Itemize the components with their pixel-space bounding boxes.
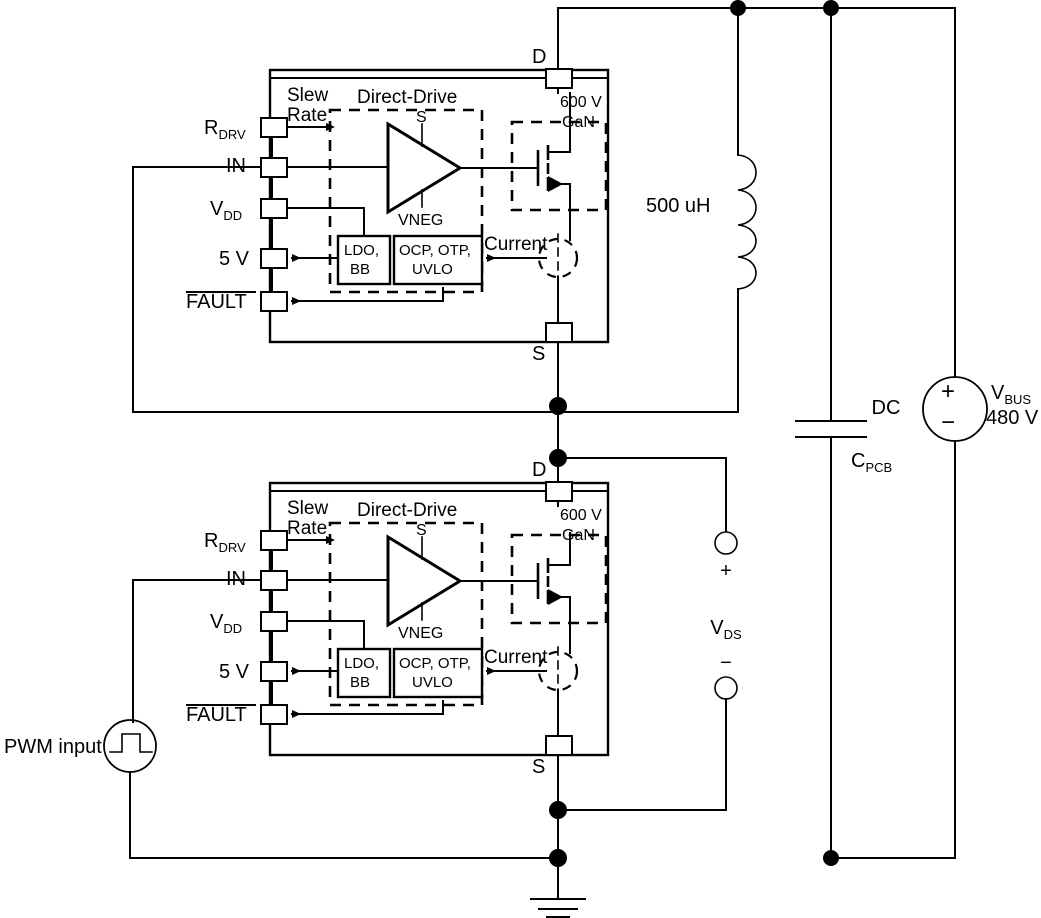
pin-pad-vdd-high[interactable] — [260, 198, 288, 219]
dc-label: DC — [872, 397, 901, 419]
slew-rate-label-line1-high: Slew — [287, 85, 328, 106]
pin-label-source-low: S — [532, 756, 545, 778]
ldo-bb-line2-low: BB — [350, 674, 370, 691]
pin-pad-fault-high[interactable] — [260, 291, 288, 312]
fet-source-arrow-low — [548, 589, 563, 605]
driver-amplifier-high — [386, 121, 463, 215]
pin-pad-source-high[interactable] — [545, 322, 573, 343]
pwm-waveform-icon — [109, 733, 153, 753]
ldo-bb-line1-high: LDO, — [344, 242, 379, 259]
vds-plus-label: + — [720, 560, 732, 582]
ocp-line2-low: UVLO — [412, 674, 453, 691]
power-rail-top — [557, 0, 956, 79]
pin-pad-5v-high[interactable] — [260, 248, 288, 269]
pin-pad-drain-high[interactable] — [545, 68, 573, 89]
ocp-otp-uvlo-block-low — [392, 647, 484, 699]
driver-amplifier-low — [386, 534, 463, 628]
capacitor-label: CPCB — [851, 450, 892, 475]
capacitor-cpcb: CPCB — [795, 7, 892, 866]
ocp-line2-high: UVLO — [412, 261, 453, 278]
ocp-line1-low: OCP, OTP, — [399, 655, 471, 672]
amp-supply-label-vneg-high: VNEG — [398, 212, 443, 229]
pin-label-drain-low: D — [532, 459, 546, 481]
vds-probe: + VDS − — [549, 531, 742, 819]
fault-signal-arrow-high — [291, 287, 444, 305]
inductor-coil — [737, 154, 757, 290]
pin-label-source-high: S — [532, 343, 545, 365]
vbus-label: VBUS — [991, 382, 1031, 407]
inductor-value-label: 500 uH — [646, 195, 711, 217]
pin-pad-source-low[interactable] — [545, 735, 573, 756]
pin-label-rdrv-low: RDRV — [204, 530, 246, 555]
inductor-branch: 500 uH — [557, 7, 757, 413]
ldo-bb-line1-low: LDO, — [344, 655, 379, 672]
vds-probe-terminal-positive[interactable] — [714, 531, 738, 555]
vds-minus-label: − — [720, 652, 732, 674]
gan-fet-package-high — [510, 120, 608, 212]
gan-rating-label-high: 600 V — [560, 94, 602, 111]
pwm-source: PWM input — [4, 719, 559, 859]
amp-supply-label-vneg-low: VNEG — [398, 625, 443, 642]
vds-label: VDS — [710, 617, 742, 642]
pin-label-5v-low: 5 V — [219, 661, 250, 683]
gan-fet-package-low — [510, 533, 608, 625]
pin-label-5v-high: 5 V — [219, 248, 250, 270]
current-label-low: Current — [484, 647, 548, 668]
pin-label-rdrv-high: RDRV — [204, 117, 246, 142]
pin-label-vdd-low: VDD — [210, 611, 242, 636]
amp-supply-label-s-low: S — [416, 522, 427, 539]
pin-pad-fault-low[interactable] — [260, 704, 288, 725]
slew-rate-label-line1-low: Slew — [287, 498, 328, 519]
direct-drive-region-low — [328, 521, 484, 707]
direct-drive-label-low: Direct-Drive — [357, 500, 457, 521]
ocp-otp-uvlo-block-high — [392, 234, 484, 286]
pin-pad-rdrv-low[interactable] — [260, 530, 288, 551]
dc-source-plus: + — [941, 378, 955, 405]
pwm-source-symbol — [103, 719, 157, 773]
vbus-value: 480 V — [986, 407, 1039, 429]
junction-dot — [549, 801, 567, 819]
pwm-input-label: PWM input — [4, 736, 102, 758]
slew-rate-label-line2-low: Rate — [287, 518, 327, 539]
pin-label-fault-low: FAULT — [186, 704, 247, 726]
low-side-stage: Direct-Drive Slew Rate RDRV IN VDD 5 V F… — [132, 459, 610, 871]
ground-symbol — [530, 849, 586, 918]
ocp-line1-high: OCP, OTP, — [399, 242, 471, 259]
direct-drive-region-high — [328, 108, 484, 294]
current-label-high: Current — [484, 234, 548, 255]
switch-node — [549, 397, 727, 544]
pin-label-fault-high: FAULT — [186, 291, 247, 313]
pin-pad-rdrv-high[interactable] — [260, 117, 288, 138]
direct-drive-label-high: Direct-Drive — [357, 87, 457, 108]
gan-type-label-low: GaN — [562, 527, 595, 544]
fet-source-arrow-high — [548, 176, 563, 192]
dc-source-minus: − — [941, 409, 955, 436]
vds-probe-terminal-negative[interactable] — [714, 676, 738, 700]
gan-type-label-high: GaN — [562, 114, 595, 131]
pin-pad-in-low[interactable] — [260, 570, 288, 591]
pin-label-vdd-high: VDD — [210, 198, 242, 223]
ldo-bb-block-low — [336, 647, 392, 699]
gan-rating-label-low: 600 V — [560, 507, 602, 524]
pin-pad-drain-low[interactable] — [545, 481, 573, 502]
high-side-stage: Direct-Drive Slew Rate RDRV IN VDD 5 V F… — [132, 46, 610, 413]
dc-source: + − DC VBUS 480 V — [830, 7, 1039, 859]
ldo-bb-block-high — [336, 234, 392, 286]
pin-pad-5v-low[interactable] — [260, 661, 288, 682]
ldo-bb-line2-high: BB — [350, 261, 370, 278]
amp-supply-label-s-high: S — [416, 109, 427, 126]
pin-label-drain-high: D — [532, 46, 546, 68]
slew-rate-label-line2-high: Rate — [287, 105, 327, 126]
pin-pad-in-high[interactable] — [260, 157, 288, 178]
fault-signal-arrow-low — [291, 700, 444, 718]
pin-pad-vdd-low[interactable] — [260, 611, 288, 632]
